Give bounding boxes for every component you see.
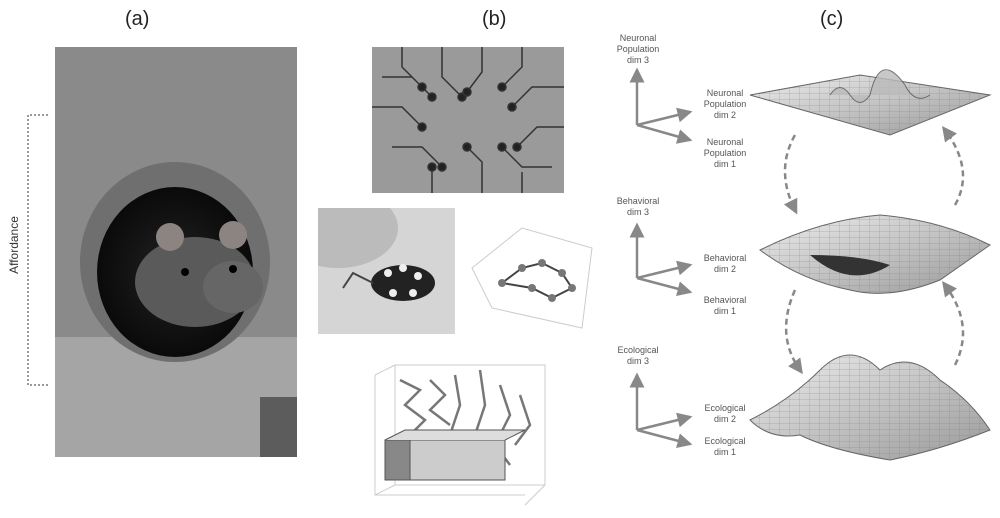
quiver-3d-plot — [374, 364, 546, 506]
rat-tracking-photo — [318, 208, 455, 334]
affordance-label: Affordance — [7, 216, 21, 274]
panel-label-c: (c) — [820, 8, 844, 30]
neuronal-surface — [749, 69, 992, 136]
surfaces — [749, 69, 992, 461]
panel-label-a: (a) — [125, 8, 150, 30]
skeleton-3d-plot — [471, 227, 593, 329]
mouse-photo — [55, 47, 297, 457]
axes-glyphs — [629, 67, 693, 449]
electrode-array-image — [372, 47, 564, 193]
ecological-surface — [749, 354, 991, 461]
transition-arrows — [783, 125, 965, 375]
panel-label-b: (b) — [482, 8, 507, 30]
behavioral-surface — [759, 214, 991, 294]
affordance-bracket — [27, 114, 48, 386]
